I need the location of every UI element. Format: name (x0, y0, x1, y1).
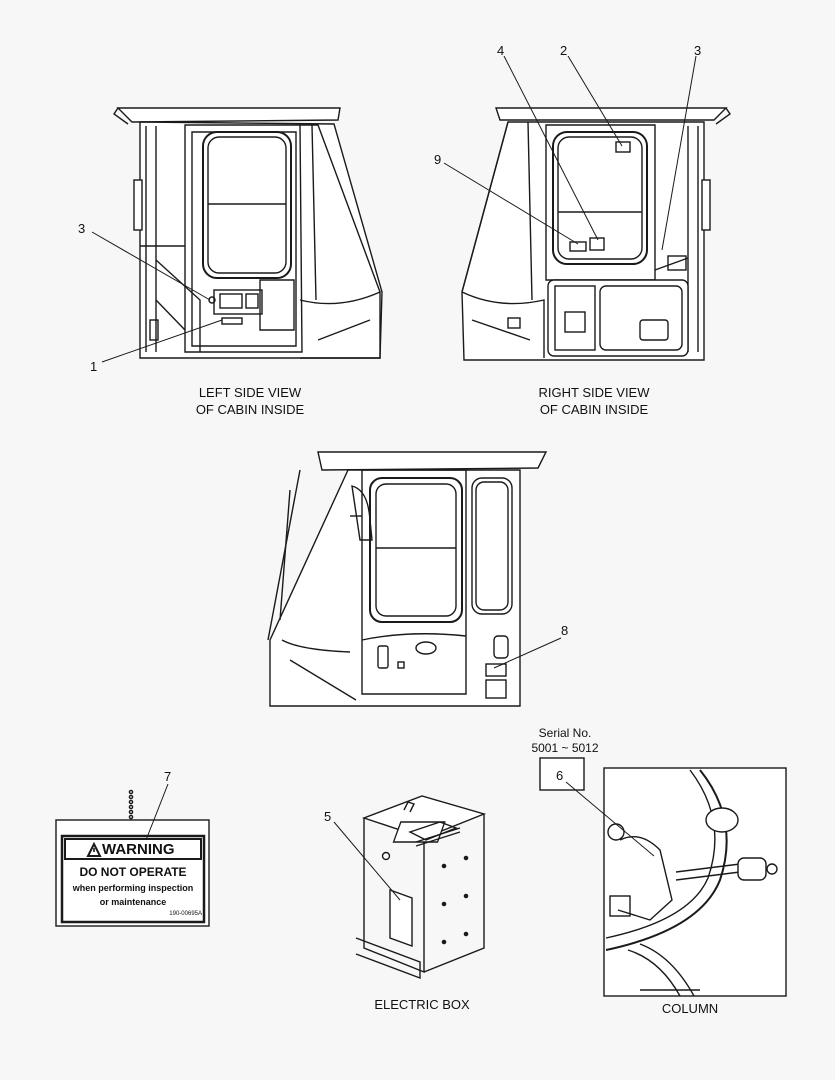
warning-part-number: 190-00695A (169, 911, 202, 917)
electric-box-caption: ELECTRIC BOX (374, 997, 470, 1012)
callout-9-right: 9 (434, 152, 442, 167)
leader-lines (91, 55, 697, 901)
serial-label: Serial No. (538, 726, 592, 740)
callout-6-column: 6 (556, 768, 564, 783)
column-caption: COLUMN (661, 1001, 719, 1016)
callout-3-right: 3 (694, 43, 702, 58)
right-view-caption: RIGHT SIDE VIEW OF CABIN INSIDE (514, 384, 674, 418)
column-drawing (539, 757, 787, 997)
warning-line3: or maintenance (99, 897, 167, 907)
left-view-caption-line2: OF CABIN INSIDE (195, 402, 305, 417)
warning-line2: when performing inspection (72, 883, 194, 893)
right-view-caption-line2: OF CABIN INSIDE (539, 402, 649, 417)
serial-number-label: Serial No. 5001 ~ 5012 (510, 726, 620, 756)
center-cabin-drawing (267, 451, 548, 707)
callout-3-left: 3 (78, 221, 86, 236)
serial-range: 5001 ~ 5012 (531, 741, 599, 755)
warning-header: WARNING (102, 841, 175, 858)
left-side-view-drawing (113, 107, 383, 359)
left-view-caption-line1: LEFT SIDE VIEW (198, 385, 302, 400)
callout-2-right: 2 (560, 43, 568, 58)
right-side-view-drawing (461, 107, 731, 361)
callout-5-box: 5 (324, 809, 332, 824)
callout-8-center: 8 (561, 623, 569, 638)
callout-7-decal: 7 (164, 769, 172, 784)
callout-4-right: 4 (497, 43, 505, 58)
warning-line1: DO NOT OPERATE (79, 865, 187, 879)
callout-1-left: 1 (90, 359, 98, 374)
warning-decal-drawing (55, 789, 210, 927)
right-view-caption-line1: RIGHT SIDE VIEW (538, 385, 650, 400)
electric-box-drawing (355, 795, 487, 980)
left-view-caption: LEFT SIDE VIEW OF CABIN INSIDE (170, 384, 330, 418)
